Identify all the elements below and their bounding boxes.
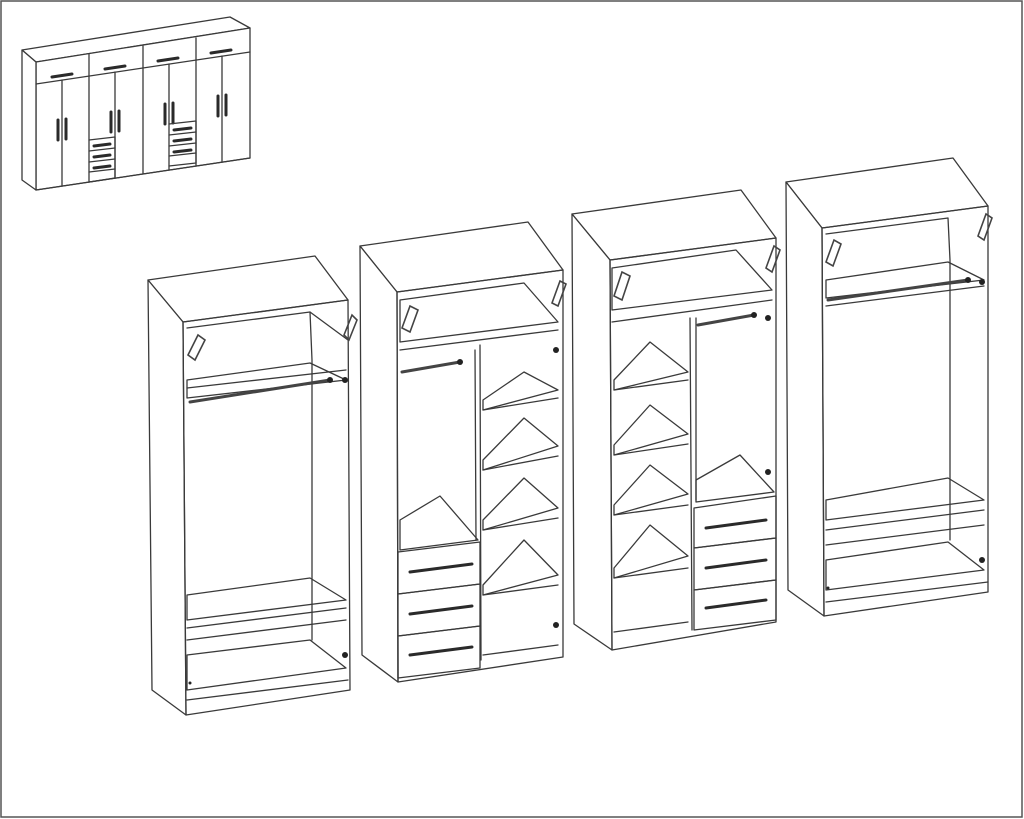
drawer-stack	[397, 541, 481, 679]
wardrobe-unit-3	[571, 189, 781, 651]
wardrobe-unit-1	[147, 255, 358, 716]
drawer-stack	[693, 495, 777, 631]
wardrobe-unit-2	[359, 221, 567, 683]
overview-wardrobe	[21, 16, 251, 191]
hanging-rail	[188, 377, 333, 404]
wardrobe-unit-4	[785, 157, 993, 617]
side-shelves	[613, 341, 689, 633]
hinge-top	[186, 313, 358, 362]
side-shelves	[482, 371, 559, 656]
